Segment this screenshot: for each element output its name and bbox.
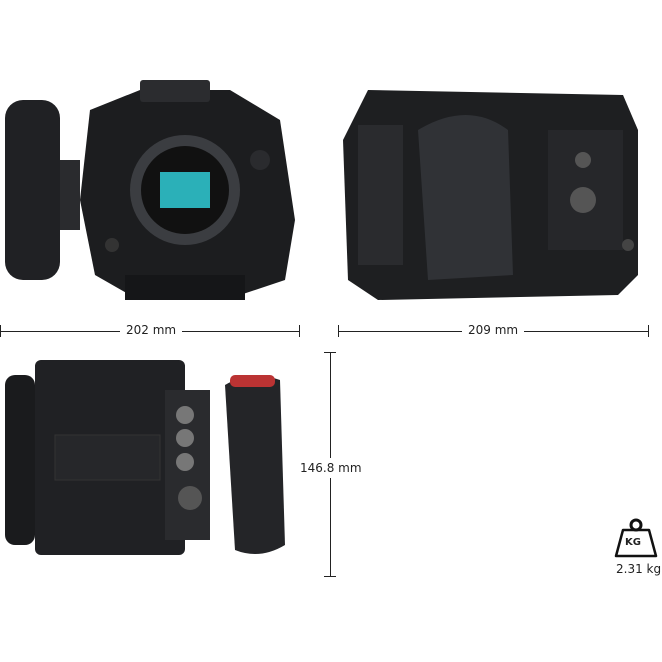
camera-front-view [5,80,295,300]
width-label: 202 mm [120,323,183,337]
height-label: 146.8 mm [296,458,366,478]
kg-icon-label: KG [625,537,641,548]
camera-side-view [343,90,638,300]
weight-value: 2.31 kg [616,562,662,576]
camera-rear-view [5,360,285,555]
length-label: 209 mm [462,323,525,337]
weight-indicator: KG 2.31 kg [612,518,662,578]
kg-weight-icon [614,518,658,558]
